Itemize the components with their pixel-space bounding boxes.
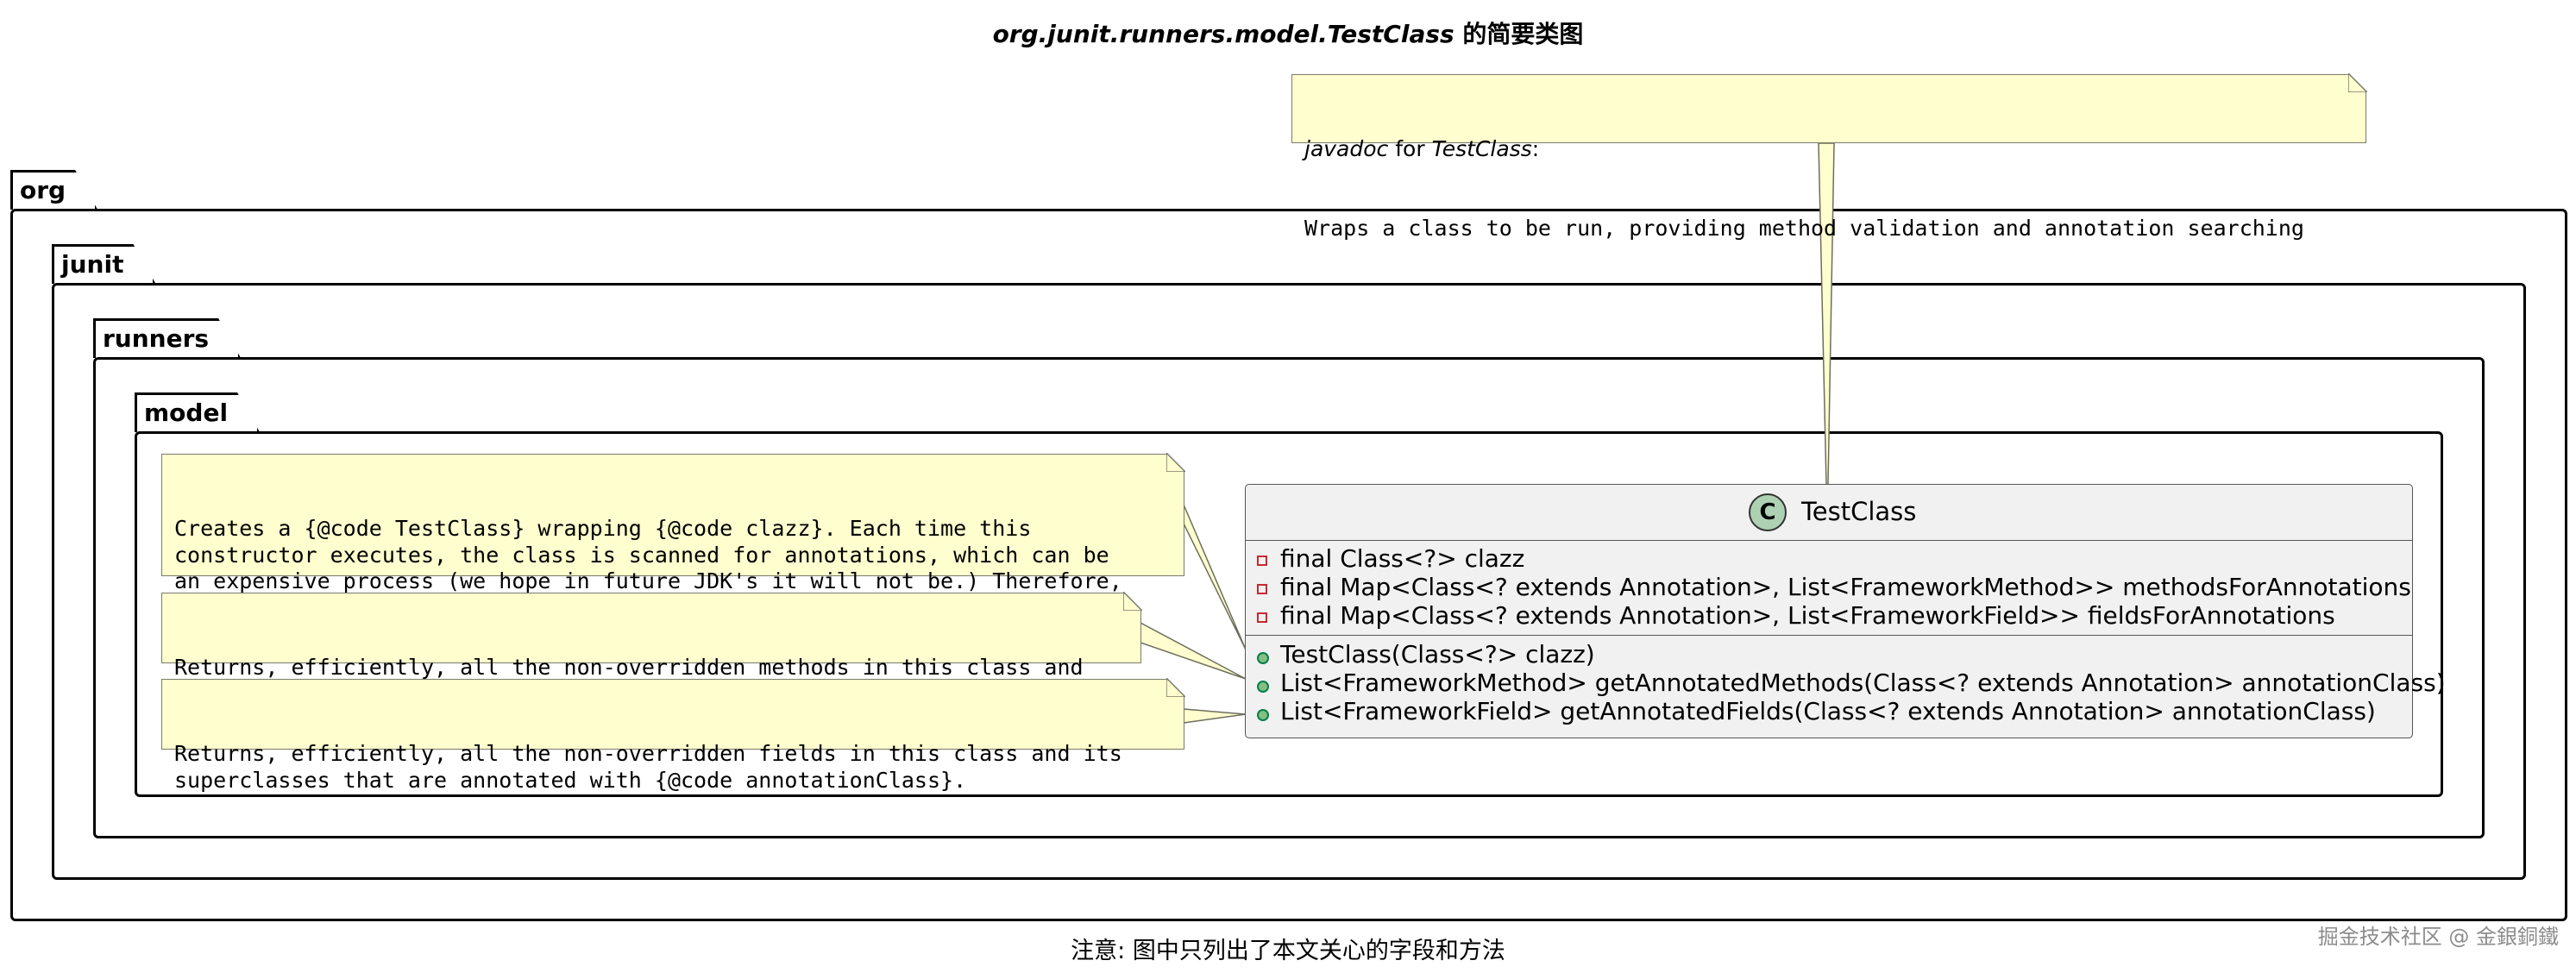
note-fold-corner <box>1166 453 1185 472</box>
fields-note: Returns, efficiently, all the non-overri… <box>161 678 1185 793</box>
class-field: final Map<Class<? extends Annotation>, L… <box>1280 573 2411 601</box>
public-visibility-icon <box>1257 709 1269 721</box>
constructor-note-connector <box>1183 504 1247 650</box>
javadoc-note-header: javadoc for TestClass: <box>1304 136 1540 161</box>
package-model <box>135 431 2443 797</box>
title-suffix: 的简要类图 <box>1454 20 1584 48</box>
note-fold-corner <box>1123 592 1142 611</box>
title-class-path: org.junit.runners.model.TestClass <box>992 20 1454 48</box>
methods-note: Returns, efficiently, all the non-overri… <box>161 592 1142 706</box>
class-methods-section: TestClass(Class<?> clazz) List<Framework… <box>1246 636 2446 731</box>
class-stereotype-icon: C <box>1749 493 1787 531</box>
public-visibility-icon <box>1257 681 1269 693</box>
package-org <box>10 209 2567 921</box>
package-tab-model: model <box>135 392 260 432</box>
private-visibility-icon <box>1257 556 1267 566</box>
public-visibility-icon <box>1257 652 1269 664</box>
constructor-note: Creates a {@code TestClass} wrapping {@c… <box>161 453 1185 620</box>
package-tab-org: org <box>10 170 97 210</box>
note-fold-corner <box>2348 73 2367 92</box>
note-fold-corner <box>1166 678 1185 697</box>
private-visibility-icon <box>1257 584 1267 594</box>
javadoc-note: javadoc for TestClass: Wraps a class to … <box>1291 73 2367 241</box>
private-visibility-icon <box>1257 612 1267 623</box>
javadoc-note-text: Wraps a class to be run, providing metho… <box>1304 215 2304 241</box>
class-box-testclass: C TestClass final Class<?> clazz final M… <box>1245 484 2446 738</box>
diagram-footer: 注意: 图中只列出了本文关心的字段和方法 <box>1071 938 1505 964</box>
watermark: 掘金技术社区 @ 金銀銅鐵 <box>2317 925 2559 949</box>
package-runners <box>93 357 2485 838</box>
class-method: TestClass(Class<?> clazz) <box>1280 640 1595 669</box>
fields-note-connector <box>1183 708 1247 724</box>
package-junit <box>52 283 2526 880</box>
class-field: final Class<?> clazz <box>1280 544 1525 573</box>
class-header: C TestClass <box>1246 485 2412 541</box>
diagram-title: org.junit.runners.model.TestClass 的简要类图 <box>0 16 2576 50</box>
class-method: List<FrameworkField> getAnnotatedFields(… <box>1280 697 2376 725</box>
class-field: final Map<Class<? extends Annotation>, L… <box>1280 601 2335 630</box>
fields-note-text: Returns, efficiently, all the non-overri… <box>174 741 1122 793</box>
class-method: List<FrameworkMethod> getAnnotatedMethod… <box>1280 669 2446 697</box>
class-fields-section: final Class<?> clazz final Map<Class<? e… <box>1246 541 2412 636</box>
class-name: TestClass <box>1801 497 1917 526</box>
